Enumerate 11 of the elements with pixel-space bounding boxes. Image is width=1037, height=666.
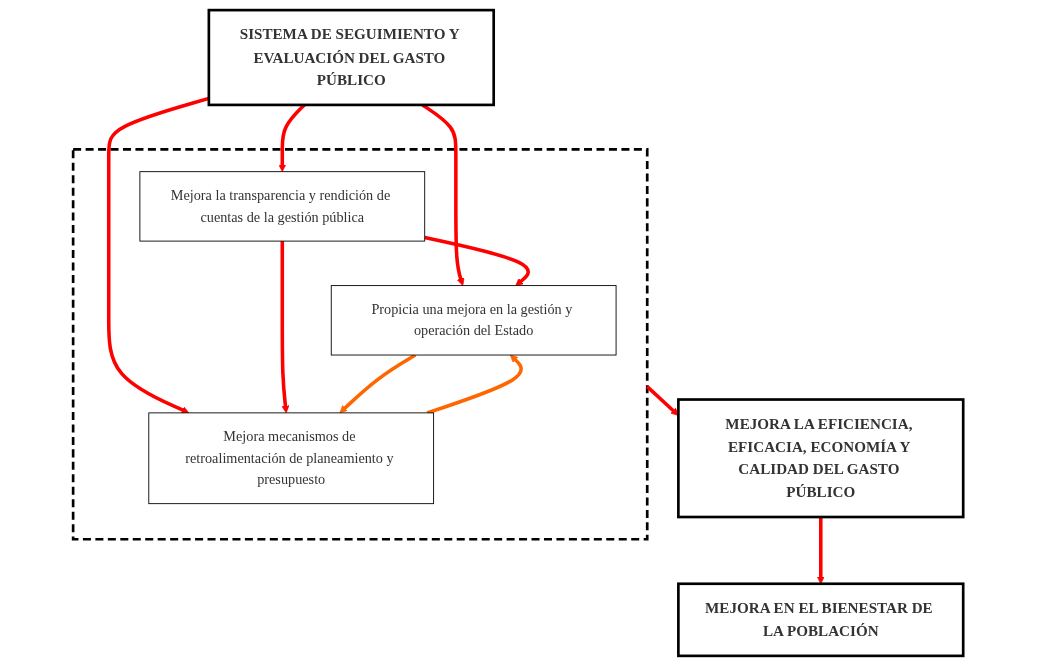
arrow [280, 241, 290, 414]
arrow [424, 235, 531, 286]
node-box: MEJORA EN EL BIENESTAR DE LA POBLACIÓN [677, 582, 965, 658]
node-box: SISTEMA DE SEGUIMIENTO Y EVALUACIÓN DEL GASTO PÚBLICO [207, 8, 496, 107]
arrow [426, 354, 524, 415]
arrow [107, 96, 210, 414]
node-box: Propicia una mejora en la gestión y operación del Estado [331, 285, 617, 356]
node-box: MEJORA LA EFICIENCIA, EFICACIA, ECONOMÍA Y CALIDAD DEL GASTO PÚBLICO [677, 398, 965, 519]
node-box: Mejora la transparencia y rendición de cuentas de la gestión pública [139, 171, 426, 242]
node-box: Mejora mecanismos de retroalimentación de planeamiento y presupuesto [148, 412, 435, 505]
cluster [72, 148, 649, 541]
